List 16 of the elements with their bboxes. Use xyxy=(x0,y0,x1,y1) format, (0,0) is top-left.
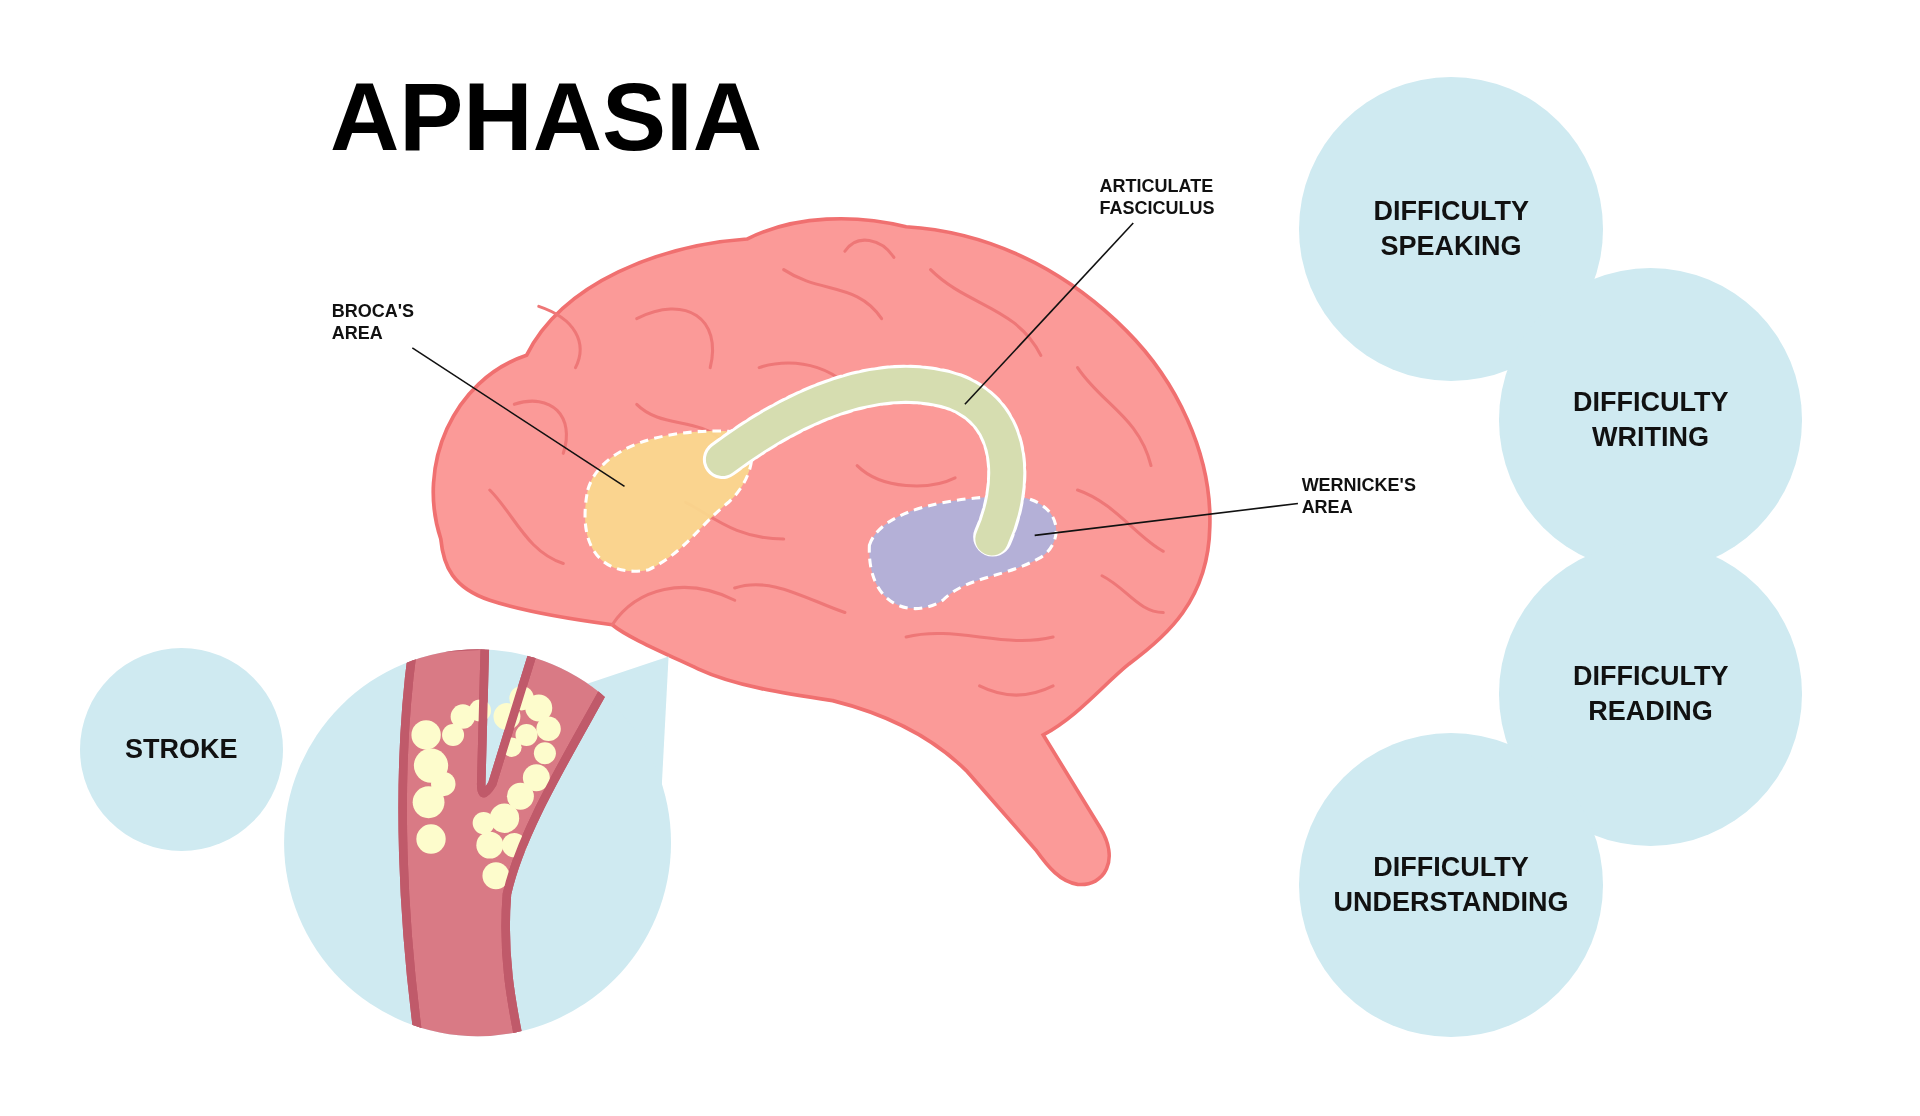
brain-region xyxy=(583,429,754,573)
bubble-text: STROKE xyxy=(124,732,238,766)
region-label: ARTICULATE FASCICULUS xyxy=(1099,175,1215,220)
magnified-callout-bubble xyxy=(284,649,671,1037)
bubble-text: DIFFICULTY WRITING xyxy=(1573,386,1729,454)
nerve-tract xyxy=(702,364,1027,559)
leader-line xyxy=(964,222,1135,406)
bubble-text: DIFFICULTY READING xyxy=(1573,660,1729,729)
diagram-title: APHASIA xyxy=(330,62,763,172)
brain-region xyxy=(867,494,1058,611)
region-label: BROCA'S AREA xyxy=(331,300,415,344)
leader-line xyxy=(1033,502,1299,537)
bubble-text: DIFFICULTY SPEAKING xyxy=(1373,194,1529,263)
bubble-text: DIFFICULTY UNDERSTANDING xyxy=(1333,851,1569,920)
region-label: WERNICKE'S AREA xyxy=(1301,473,1416,518)
leader-line xyxy=(411,347,626,488)
